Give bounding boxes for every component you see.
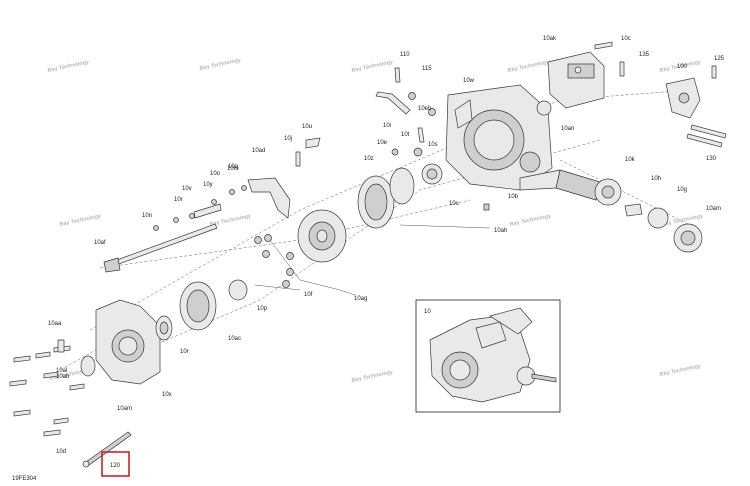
callouts: 10ak 10c 110 115 135 100 125 10w 10eb 10… [48, 36, 725, 455]
watermark: Bay Technology [659, 363, 702, 378]
long-bolt-120 [82, 431, 132, 468]
callout-10ac: 10ac [228, 336, 241, 342]
front-housing-bearing [80, 279, 248, 377]
assembled-drive [429, 307, 557, 403]
callout-10aa: 10aa [48, 321, 62, 327]
callout-10ag: 10ag [354, 296, 367, 302]
small-bolts-upper [375, 67, 490, 211]
callout-10s2: 10s [449, 201, 459, 207]
callout-10ah: 10ah [494, 228, 507, 234]
front-cover [95, 299, 161, 385]
watermark: Bay Technology [199, 57, 242, 72]
inset-detail: 10 [415, 299, 561, 413]
callout-125: 125 [714, 56, 725, 62]
callout-10p: 10p [257, 306, 268, 312]
callout-10al: 10al [56, 368, 67, 374]
callout-10ad: 10ad [252, 148, 265, 154]
callout-10v: 10v [182, 186, 192, 192]
shift-fork [247, 137, 321, 219]
callout-10q: 10q [228, 164, 238, 170]
callout-10m: 10m [227, 166, 239, 172]
callout-10e: 10e [377, 140, 388, 146]
callout-10z: 10z [364, 156, 374, 162]
pinion-gear [519, 100, 703, 253]
callout-10r: 10r [174, 197, 183, 203]
differential-carrier [297, 209, 347, 263]
small-parts-middle [153, 185, 294, 288]
callout-10am: 10am [706, 206, 721, 212]
callout-10t: 10t [401, 132, 410, 138]
callout-135: 135 [639, 52, 650, 58]
callout-130: 130 [706, 156, 717, 162]
callout-10ak: 10ak [543, 36, 557, 42]
callout-10af: 10af [94, 240, 106, 246]
front-bolts [9, 339, 85, 437]
callout-10c: 10c [621, 36, 631, 42]
actuator-motor [547, 51, 605, 109]
callout-10u: 10u [302, 124, 312, 130]
callout-10x: 10x [162, 392, 172, 398]
callout-100: 100 [677, 64, 688, 70]
callout-10am2: 10am [117, 406, 132, 412]
watermark: Bay Technology [509, 213, 552, 228]
callout-10n: 10n [142, 213, 152, 219]
callout-10b: 10b [508, 194, 519, 200]
callout-10f: 10f [304, 292, 313, 298]
callout-10r2: 10r [180, 349, 189, 355]
callout-110: 110 [400, 52, 410, 58]
callout-10s: 10s [428, 142, 438, 148]
watermark: Bay Technology [59, 213, 102, 228]
callout-10k: 10k [625, 157, 636, 163]
watermark: Bay Technology [507, 59, 550, 74]
callout-10w: 10w [463, 78, 475, 84]
callout-10y: 10y [203, 182, 213, 188]
callout-10i: 10i [383, 123, 391, 129]
bolts-upper-right [594, 41, 727, 148]
callout-10j: 10j [284, 136, 292, 142]
highlight-box [101, 451, 130, 477]
callout-10eb: 10eb [418, 106, 432, 112]
inset-label: 10 [424, 309, 431, 315]
shift-rod [103, 203, 222, 273]
rear-housing [445, 84, 553, 191]
callout-10h: 10h [651, 176, 661, 182]
watermark: Bay Technology [47, 59, 90, 74]
watermark: Bay Technology [351, 369, 394, 384]
callout-120[interactable]: 120 [110, 463, 121, 469]
watermark: Bay Technology [351, 59, 394, 74]
mount-bracket [665, 77, 701, 119]
callout-10d: 10d [56, 449, 66, 455]
ring-gear [357, 167, 415, 229]
highlighted-callout[interactable]: 120 [101, 451, 130, 477]
figure-code: 19FE304 [12, 476, 37, 482]
callout-10o: 10o [210, 171, 221, 177]
callout-10g: 10g [677, 187, 687, 193]
callout-10ab: 10ab [56, 374, 70, 380]
callout-115: 115 [422, 66, 432, 72]
callout-10an: 10an [561, 126, 574, 132]
